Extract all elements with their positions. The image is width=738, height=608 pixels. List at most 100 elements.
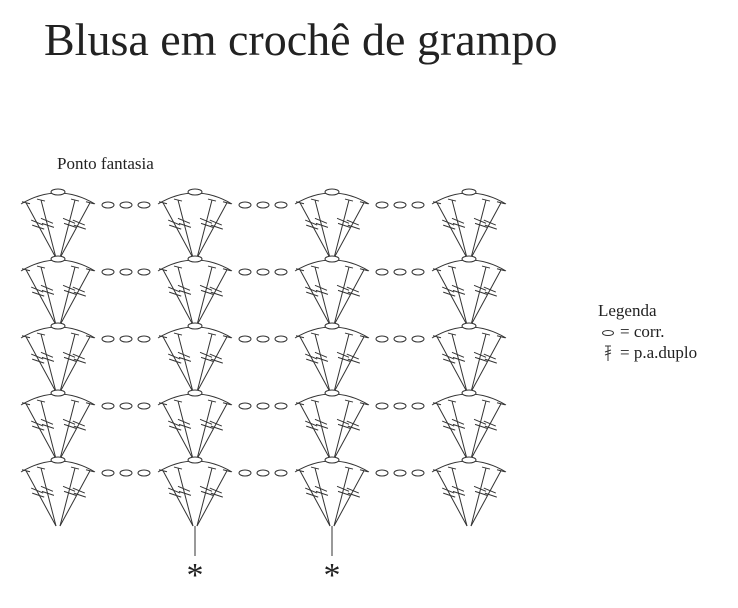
double-treble-stitch	[196, 202, 228, 259]
chain-oval	[101, 201, 115, 209]
stitch-top	[21, 335, 31, 339]
stitch-bar	[473, 284, 487, 291]
stitch-bar	[168, 219, 181, 226]
page-title: Blusa em crochê de grampo	[44, 14, 558, 65]
chain-oval	[50, 188, 66, 196]
double-treble-stitch	[470, 400, 487, 460]
stitch-bar	[209, 286, 222, 293]
legend: Legenda = corr. = p.a.duplo	[598, 300, 697, 363]
chain-oval	[375, 402, 389, 410]
stitch-top	[310, 332, 320, 336]
double-treble-stitch	[177, 467, 194, 527]
stitch-bar	[337, 222, 351, 228]
repeat-marker: *	[187, 557, 204, 594]
stitch-bar	[337, 356, 351, 362]
stitch-bar	[209, 353, 222, 360]
double-treble-stitch	[162, 336, 194, 393]
stitch-bar	[169, 291, 182, 297]
chain-oval	[187, 456, 203, 464]
fan-motif	[157, 188, 233, 259]
stitch-bar	[443, 492, 456, 498]
stitch-bar	[200, 289, 214, 295]
double-treble-stitch	[177, 266, 194, 326]
chain-oval	[119, 335, 133, 343]
stitch-bar	[31, 286, 44, 293]
stitch-top	[432, 469, 442, 473]
stitch-bar	[41, 356, 55, 362]
chain-oval	[274, 402, 288, 410]
chain-oval	[238, 335, 252, 343]
chain-oval	[461, 188, 477, 196]
stitch-bar	[336, 284, 350, 291]
stitch-bar	[199, 217, 213, 224]
stitch-bar	[442, 286, 455, 293]
double-treble-stitch	[436, 470, 468, 527]
stitch-top	[295, 402, 305, 406]
chain-oval	[375, 335, 389, 343]
repeat-marker: *	[324, 557, 341, 594]
fan-motif	[431, 322, 507, 393]
stitch-bar	[305, 219, 318, 226]
legend-item-chain: = corr.	[601, 321, 697, 342]
double-treble-stitch	[436, 336, 468, 393]
stitch-bar	[473, 485, 487, 492]
stitch-bar	[200, 356, 214, 362]
double-treble-stitch	[59, 470, 91, 527]
stitch-bar	[40, 351, 54, 358]
stitch-bar	[72, 219, 85, 226]
fan-motif	[157, 456, 233, 527]
stitch-bar	[451, 485, 465, 492]
stitch-bar	[347, 358, 360, 364]
stitch-bar	[177, 485, 191, 492]
chain-oval	[137, 268, 151, 276]
stitch-bar	[32, 358, 45, 364]
stitch-bar	[32, 425, 45, 431]
legend-item-double-treble: = p.a.duplo	[601, 342, 697, 363]
stitch-bar	[474, 289, 488, 295]
double-treble-stitch	[299, 403, 331, 460]
fan-motif	[294, 188, 370, 259]
stitch-bar	[41, 222, 55, 228]
stitch-bar	[483, 219, 496, 226]
stitch-top	[496, 469, 506, 473]
chain-oval	[238, 268, 252, 276]
double-treble-stitch	[436, 202, 468, 259]
stitch-bar	[199, 351, 213, 358]
stitch-top	[222, 201, 232, 205]
stitch-bar	[314, 351, 328, 358]
double-treble-stitch	[470, 199, 487, 259]
stitch-top	[207, 265, 217, 269]
stitch-bar	[209, 420, 222, 427]
chain-oval	[324, 456, 340, 464]
stitch-top	[21, 201, 31, 205]
stitch-bar	[346, 487, 359, 494]
stitch-top	[85, 469, 95, 473]
stitch-top	[173, 399, 183, 403]
stitch-top	[344, 332, 354, 336]
stitch-bar	[41, 289, 55, 295]
stitch-top	[207, 399, 217, 403]
stitch-bar	[484, 425, 497, 431]
double-treble-stitch	[299, 269, 331, 326]
double-treble-stitch	[333, 403, 365, 460]
stitch-bar	[314, 284, 328, 291]
stitch-top	[70, 399, 80, 403]
double-treble-stitch	[59, 336, 91, 393]
chain-oval	[274, 201, 288, 209]
double-treble-stitch	[333, 400, 350, 460]
stitch-top	[344, 198, 354, 202]
stitch-top	[310, 466, 320, 470]
double-treble-stitch	[299, 202, 331, 259]
stitch-bar	[484, 291, 497, 297]
stitch-bar	[63, 289, 77, 295]
chain-oval	[393, 335, 407, 343]
double-treble-stitch	[162, 403, 194, 460]
stitch-top	[481, 198, 491, 202]
stitch-bar	[40, 418, 54, 425]
stitch-bar	[473, 217, 487, 224]
stitch-top	[36, 466, 46, 470]
double-treble-stitch	[59, 269, 91, 326]
stitch-bar	[178, 423, 192, 429]
double-treble-stitch	[470, 202, 502, 259]
stitch-bar	[32, 492, 45, 498]
